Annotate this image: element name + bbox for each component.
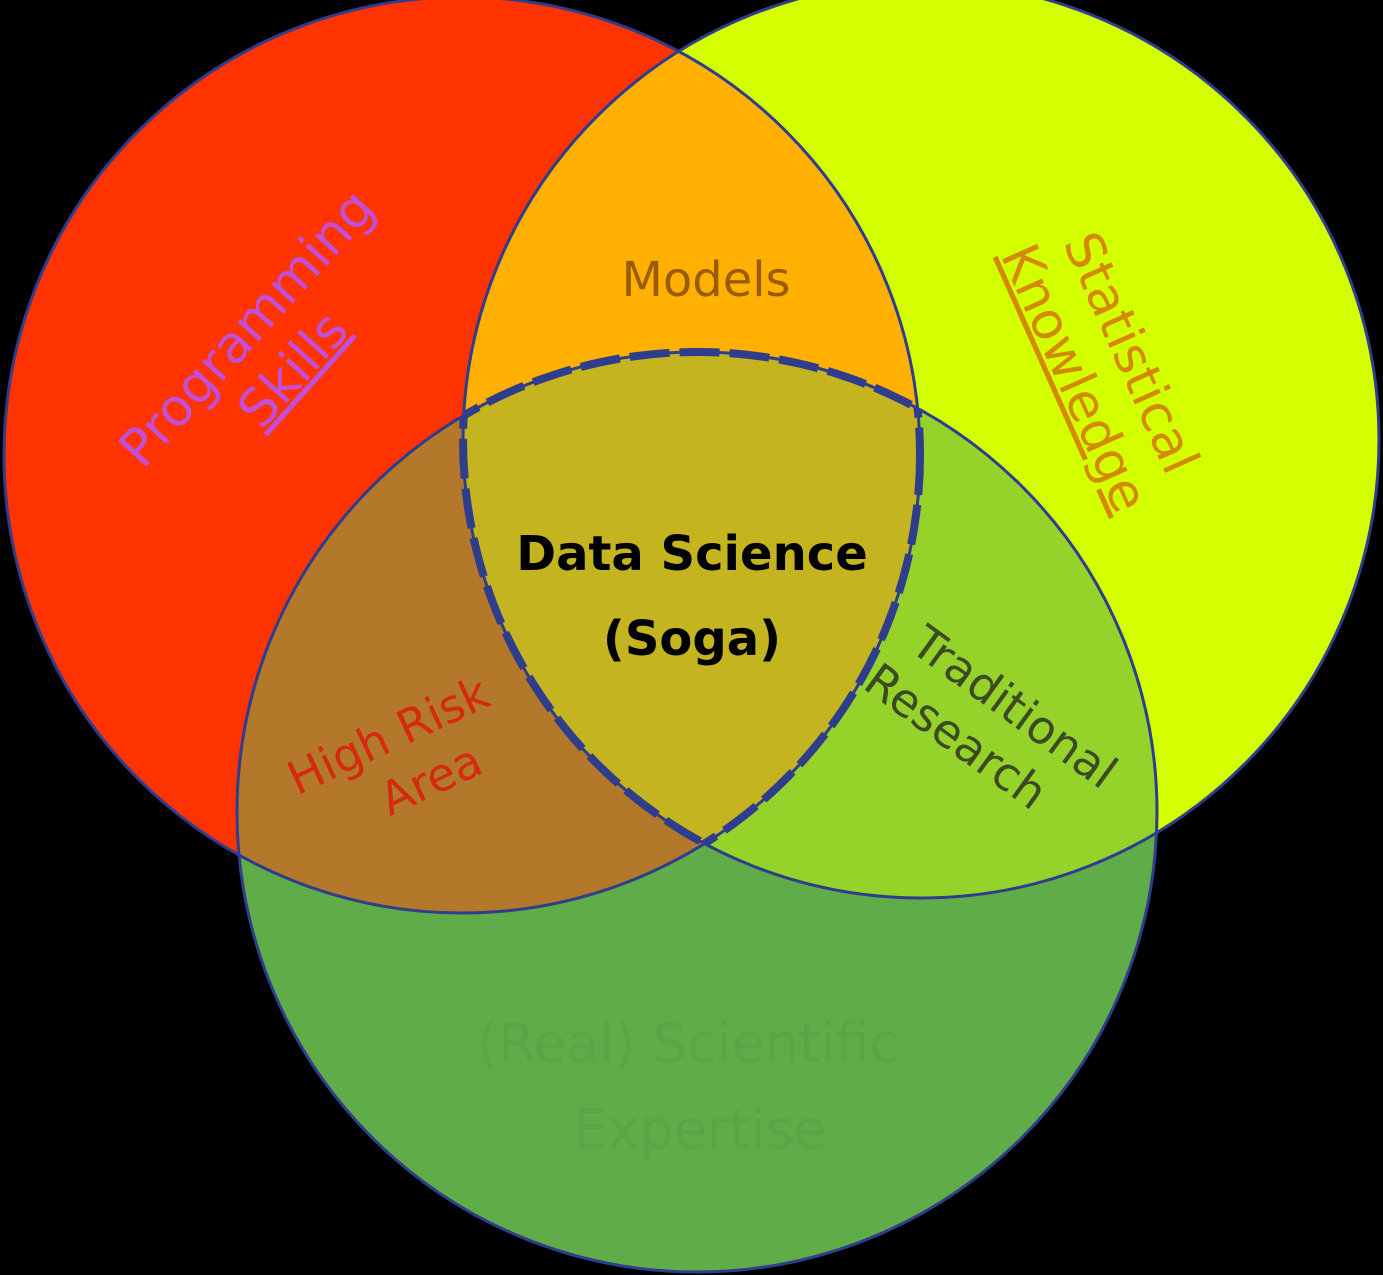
soga-label: (Soga) [603, 611, 781, 667]
expertise-label: Expertise [573, 1098, 826, 1161]
models-label: Models [621, 252, 790, 308]
scientific-label: (Real) Scientific [477, 1012, 899, 1075]
center-overlap [463, 352, 920, 898]
center-dashed-outline [459, 348, 924, 902]
data-science-label: Data Science [516, 526, 868, 582]
